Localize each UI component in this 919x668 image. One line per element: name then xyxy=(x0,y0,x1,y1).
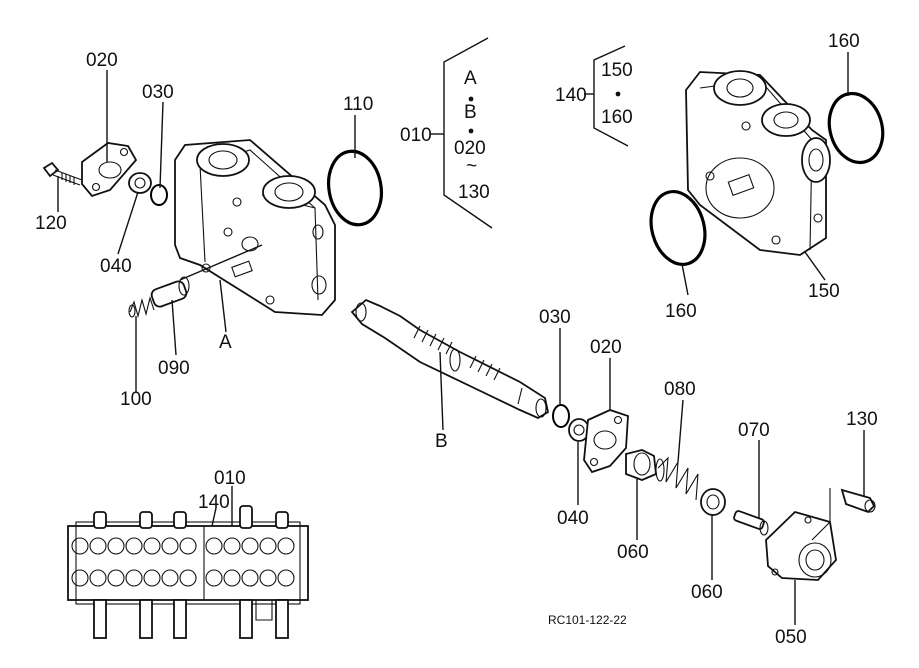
label-160-top: 160 xyxy=(828,31,860,52)
part-160-oring-top xyxy=(827,91,885,165)
label-080: 080 xyxy=(664,379,696,400)
drawing-code: RC101-122-22 xyxy=(548,613,627,627)
legend-010-label: 010 xyxy=(400,125,432,146)
assembly-label-010: 010 xyxy=(214,468,246,489)
part-150-body xyxy=(685,70,831,256)
legend-140-item-160: 160 xyxy=(601,107,633,128)
part-020-flange-top xyxy=(81,142,138,198)
legend-010-item-b: B xyxy=(464,102,477,123)
legend-140-label: 140 xyxy=(555,85,587,106)
label-130: 130 xyxy=(846,409,878,430)
label-060-a: 060 xyxy=(617,542,649,563)
label-020-top: 020 xyxy=(86,50,118,71)
label-030-top: 030 xyxy=(142,82,174,103)
label-a: A xyxy=(219,332,232,353)
legend-010-range-mark: ~ xyxy=(466,156,477,177)
part-110-oring xyxy=(327,149,383,227)
part-080-spring xyxy=(655,456,699,501)
valve-body-a xyxy=(174,139,336,316)
label-090: 090 xyxy=(158,358,190,379)
part-050-cap xyxy=(765,510,837,581)
part-040-seal-top xyxy=(128,172,152,194)
label-100: 100 xyxy=(120,389,152,410)
part-090-poppet xyxy=(150,276,190,308)
part-130-screw xyxy=(840,488,876,514)
leader-130-cap xyxy=(811,488,831,541)
part-020-flange-mid xyxy=(583,409,629,474)
label-b: B xyxy=(435,431,448,452)
label-040-top: 040 xyxy=(100,256,132,277)
part-060-seat-b xyxy=(700,488,726,516)
assembly-label-140: 140 xyxy=(198,492,230,513)
label-150: 150 xyxy=(808,281,840,302)
spool-b xyxy=(350,298,550,420)
legend-010: 010 A B 020 ~ 130 xyxy=(400,37,493,229)
assembly-overview: 010 140 xyxy=(67,468,309,639)
legend-010-item-020: 020 xyxy=(454,138,486,159)
label-050: 050 xyxy=(775,627,807,648)
part-labels: 020 030 110 120 040 100 090 A B 030 020 … xyxy=(35,31,878,648)
legend-140: 140 150 160 xyxy=(555,45,633,147)
part-100-spring xyxy=(128,296,155,319)
part-070-bolt xyxy=(733,510,769,536)
leader-lines xyxy=(57,52,865,625)
label-030-mid: 030 xyxy=(539,307,571,328)
part-160-oring-bottom xyxy=(649,190,707,266)
label-060-b: 060 xyxy=(691,582,723,603)
part-120-screw xyxy=(42,161,83,186)
label-160-bottom: 160 xyxy=(665,301,697,322)
label-020-mid: 020 xyxy=(590,337,622,358)
part-060-seat-a xyxy=(625,449,657,481)
label-120: 120 xyxy=(35,213,67,234)
legend-010-item-130: 130 xyxy=(458,182,490,203)
label-110: 110 xyxy=(343,94,373,115)
legend-140-item-150: 150 xyxy=(601,60,633,81)
part-030-oring-mid xyxy=(552,404,570,428)
label-070: 070 xyxy=(738,420,770,441)
legend-010-item-a: A xyxy=(464,68,477,89)
part-030-oring-top xyxy=(150,184,168,206)
label-040-mid: 040 xyxy=(557,508,589,529)
